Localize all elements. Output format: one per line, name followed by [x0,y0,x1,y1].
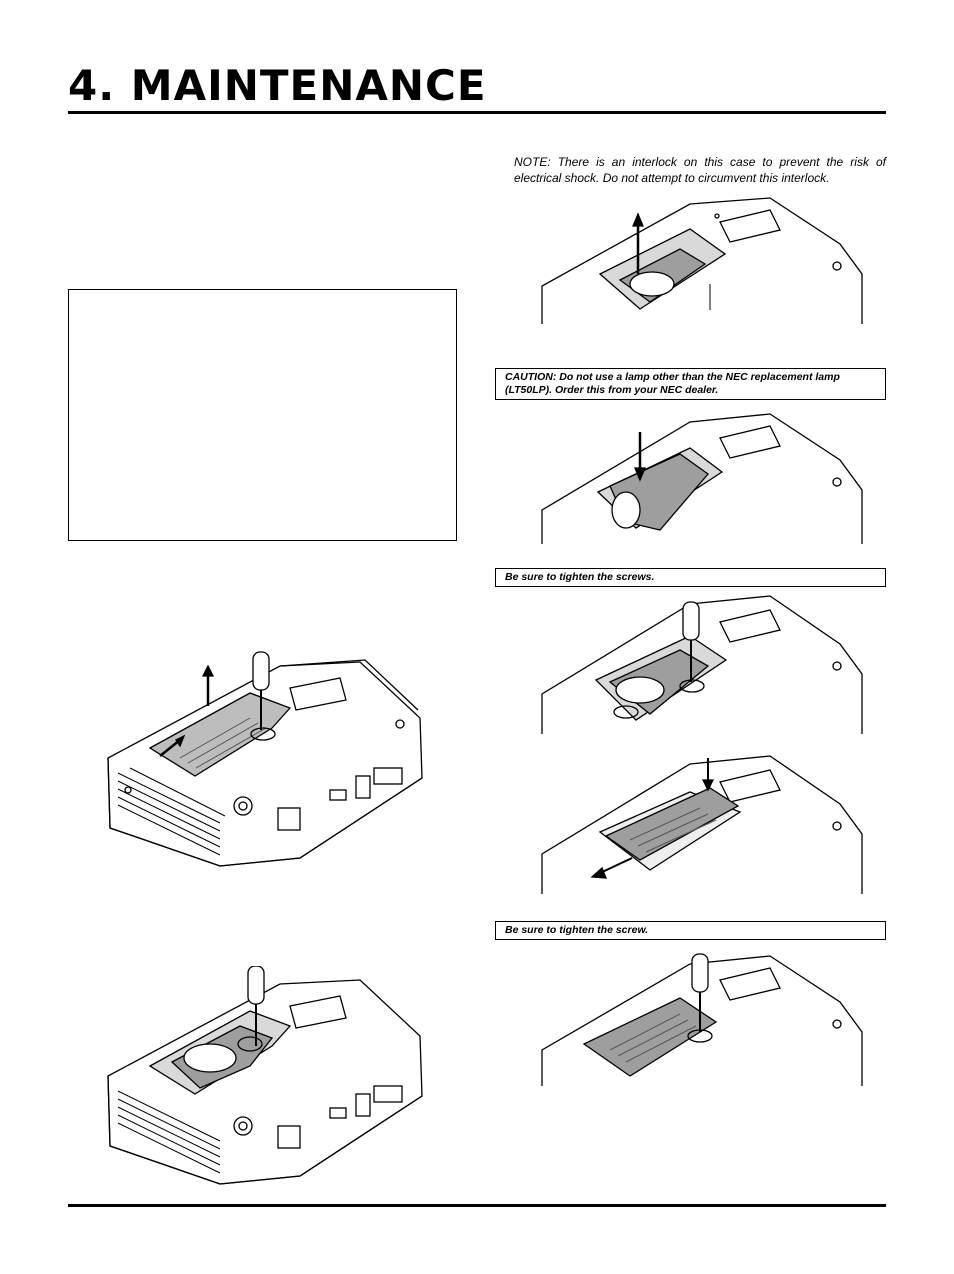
page-title: 4. MAINTENANCE [68,61,487,110]
title-rule [68,111,886,114]
caution-box: CAUTION: Do not use a lamp other than th… [495,368,886,400]
remove-lamp-housing-screws-illustration [100,966,426,1188]
insert-new-lamp-illustration [540,410,864,544]
tighten-housing-screws-illustration [540,594,864,734]
footer-rule [68,1204,886,1207]
tighten-screws-box: Be sure to tighten the screws. [495,568,886,587]
pull-lamp-housing-illustration [540,194,864,324]
warning-box [68,289,457,541]
remove-lamp-cover-illustration [100,648,426,870]
tighten-cover-screw-illustration [540,952,864,1086]
interlock-note: NOTE: There is an interlock on this case… [514,155,886,185]
tighten-screw-box: Be sure to tighten the screw. [495,921,886,940]
slide-cover-back-illustration [540,752,864,894]
